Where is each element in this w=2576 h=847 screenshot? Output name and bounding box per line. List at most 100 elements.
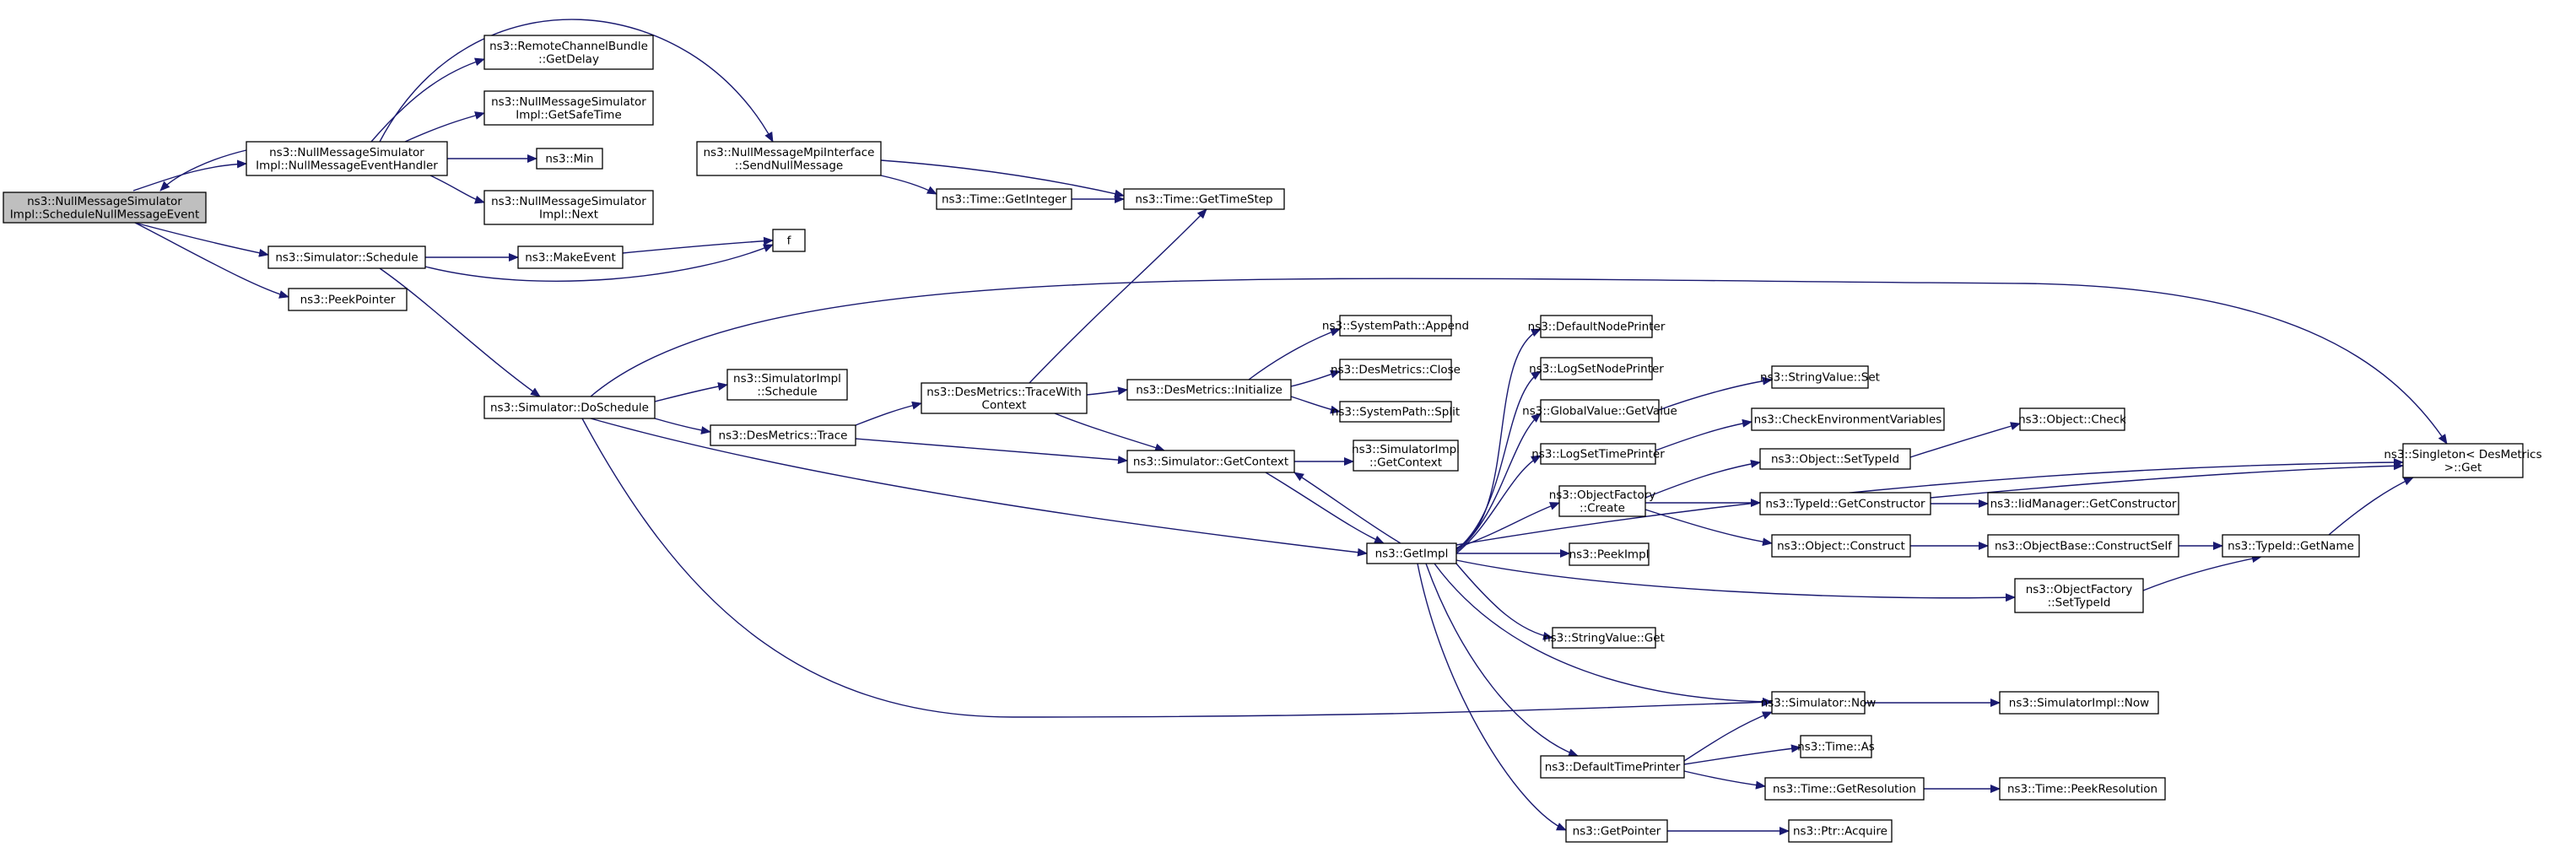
edge-getcontext-to-getimpl — [1265, 472, 1385, 544]
node-label: >::Get — [2444, 461, 2481, 474]
node-defaulttimeprinter[interactable]: ns3::DefaultTimePrinter — [1540, 755, 1685, 779]
edge-root-to-peekpointer — [134, 222, 289, 299]
node-label: ns3::Object::SetTypeId — [1771, 453, 1899, 467]
node-label: ::SetTypeId — [2048, 596, 2111, 609]
node-label: ns3::ObjectFactory — [1549, 488, 1656, 502]
node-close[interactable]: ns3::DesMetrics::Close — [1331, 359, 1461, 380]
node-split[interactable]: ns3::SystemPath::Split — [1331, 401, 1460, 423]
node-simimplgetcontext[interactable]: ns3::SimulatorImpl::GetContext — [1352, 440, 1460, 472]
edge-doschedule-to-trace — [654, 418, 711, 434]
node-getdelay[interactable]: ns3::RemoteChannelBundle::GetDelay — [483, 35, 654, 70]
node-box — [288, 288, 408, 311]
node-peekresolution[interactable]: ns3::Time::PeekResolution — [1999, 777, 2166, 801]
edge-initialize-to-append — [1248, 327, 1341, 380]
node-iidmanagergetconstructor[interactable]: ns3::IidManager::GetConstructor — [1987, 492, 2179, 515]
edge-getimpl-to-defaultnodeprinter — [1455, 328, 1542, 549]
edge-doschedule-to-simimplschedule — [654, 382, 728, 402]
node-getimpl[interactable]: ns3::GetImpl — [1366, 542, 1457, 564]
node-label: ns3::DesMetrics::Trace — [719, 429, 848, 443]
node-setobjtypeid[interactable]: ns3::Object::SetTypeId — [1759, 448, 1911, 470]
node-box — [696, 141, 882, 176]
node-singletonget[interactable]: ns3::Singleton< DesMetrics >::Get — [2384, 443, 2542, 478]
node-initialize[interactable]: ns3::DesMetrics::Initialize — [1126, 379, 1292, 401]
node-getsafetime[interactable]: ns3::NullMessageSimulatorImpl::GetSafeTi… — [483, 90, 654, 126]
node-min[interactable]: ns3::Min — [536, 148, 603, 170]
node-label: ns3::Time::GetInteger — [942, 193, 1067, 207]
node-trace[interactable]: ns3::DesMetrics::Trace — [710, 424, 856, 446]
node-label: ns3::ObjectFactory — [2026, 583, 2133, 596]
node-label: ns3::DesMetrics::Close — [1331, 364, 1461, 377]
node-handler[interactable]: ns3::NullMessageSimulatorImpl::NullMessa… — [246, 141, 448, 176]
node-box — [1999, 691, 2159, 715]
node-label: ns3::Singleton< DesMetrics — [2384, 448, 2541, 461]
node-label: ns3::DesMetrics::Initialize — [1136, 384, 1283, 397]
node-simimplnow[interactable]: ns3::SimulatorImpl::Now — [1999, 691, 2159, 715]
node-box — [483, 190, 654, 225]
node-getcontext[interactable]: ns3::Simulator::GetContext — [1126, 450, 1295, 473]
node-schedule[interactable]: ns3::Simulator::Schedule — [267, 245, 426, 269]
node-getresolution[interactable]: ns3::Time::GetResolution — [1764, 777, 1925, 801]
node-box — [1540, 755, 1685, 779]
node-label: ns3::Simulator::DoSchedule — [490, 402, 649, 415]
node-label: ns3::RemoteChannelBundle — [489, 40, 648, 53]
edge-makeevent-to-f — [622, 236, 774, 254]
node-globalvalueget[interactable]: ns3::GlobalValue::GetValue — [1522, 399, 1677, 423]
node-box — [1771, 691, 1866, 715]
node-box — [1339, 359, 1452, 380]
node-box — [1540, 357, 1653, 380]
node-sendnull[interactable]: ns3::NullMessageMpiInterface::SendNullMe… — [696, 141, 882, 176]
node-box — [921, 382, 1088, 414]
edge-handler-to-getsafetime — [404, 111, 485, 143]
node-makeevent[interactable]: ns3::MakeEvent — [517, 245, 624, 269]
edge-schedule-to-f — [424, 244, 774, 282]
node-label: ns3::PeekImpl — [1569, 548, 1650, 562]
node-objectcheck[interactable]: ns3::Object::Check — [2018, 407, 2126, 431]
edge-sendnull-to-gettimestep — [880, 159, 1125, 198]
node-box — [1759, 492, 1931, 515]
node-box — [2019, 407, 2125, 431]
node-f[interactable]: f — [772, 229, 806, 252]
node-logsettimeprinter[interactable]: ns3::LogSetTimePrinter — [1531, 443, 1665, 465]
node-gettimestep[interactable]: ns3::Time::GetTimeStep — [1123, 188, 1285, 210]
node-ptracquire[interactable]: ns3::Ptr::Acquire — [1788, 819, 1893, 843]
node-box — [1126, 379, 1292, 401]
node-label: ns3::ObjectBase::ConstructSelf — [1995, 540, 2173, 553]
node-simimplschedule[interactable]: ns3::SimulatorImpl::Schedule — [726, 369, 848, 401]
node-objectfactorycreate[interactable]: ns3::ObjectFactory::Create — [1549, 485, 1656, 517]
node-typeidgetconstructor[interactable]: ns3::TypeId::GetConstructor — [1759, 492, 1931, 515]
node-getinteger[interactable]: ns3::Time::GetInteger — [936, 188, 1072, 210]
node-peekpointer[interactable]: ns3::PeekPointer — [288, 288, 408, 311]
node-factorysettypeid[interactable]: ns3::ObjectFactory::SetTypeId — [2014, 578, 2144, 613]
node-doschedule[interactable]: ns3::Simulator::DoSchedule — [483, 396, 656, 419]
node-root[interactable]: ns3::NullMessageSimulatorImpl::ScheduleN… — [3, 192, 207, 224]
node-simulatornow[interactable]: ns3::Simulator::Now — [1761, 691, 1877, 715]
node-label: ns3::Time::PeekResolution — [2007, 783, 2157, 796]
node-label: ns3::CheckEnvironmentVariables — [1754, 413, 1942, 427]
node-box — [1771, 534, 1911, 558]
node-box — [1751, 407, 1945, 431]
node-getpointer[interactable]: ns3::GetPointer — [1565, 819, 1668, 843]
node-stringvalueget[interactable]: ns3::StringValue::Get — [1543, 627, 1665, 649]
node-label: ::SendNullMessage — [735, 159, 843, 172]
edge-defaulttimeprinter-to-getresolution — [1683, 770, 1766, 790]
node-objectconstruct[interactable]: ns3::Object::Construct — [1771, 534, 1911, 558]
edge-objectfactorycreate-to-setobjtypeid — [1644, 459, 1761, 499]
node-checkenv[interactable]: ns3::CheckEnvironmentVariables — [1751, 407, 1945, 431]
node-box — [246, 141, 448, 176]
node-constructself[interactable]: ns3::ObjectBase::ConstructSelf — [1987, 534, 2179, 558]
node-stringvalueset[interactable]: ns3::StringValue::Set — [1760, 365, 1880, 389]
node-timeas[interactable]: ns3::Time::As — [1797, 735, 1875, 758]
node-defaultnodeprinter[interactable]: ns3::DefaultNodePrinter — [1528, 315, 1666, 338]
node-label: ns3::PeekPointer — [300, 294, 396, 307]
edge-globalvalueget-to-stringvalueset — [1658, 376, 1773, 411]
node-box — [1540, 399, 1660, 423]
node-logsetnodeprinter[interactable]: ns3::LogSetNodePrinter — [1529, 357, 1664, 380]
edge-tracewith-to-initialize — [1086, 386, 1128, 396]
node-label: ns3::Simulator::Schedule — [275, 251, 418, 265]
node-typeidgetname[interactable]: ns3::TypeId::GetName — [2222, 534, 2360, 558]
node-append[interactable]: ns3::SystemPath::Append — [1322, 315, 1469, 337]
node-peekimpl[interactable]: ns3::PeekImpl — [1569, 542, 1650, 566]
